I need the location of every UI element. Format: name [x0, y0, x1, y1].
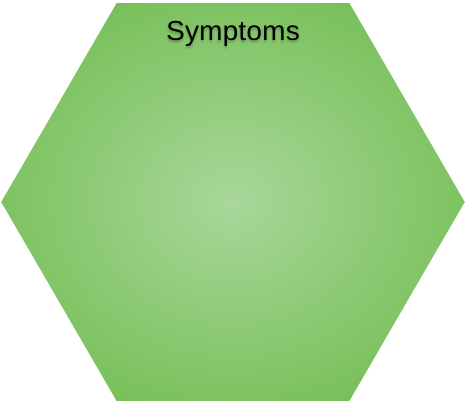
hexagon-title: Symptoms	[166, 15, 300, 46]
